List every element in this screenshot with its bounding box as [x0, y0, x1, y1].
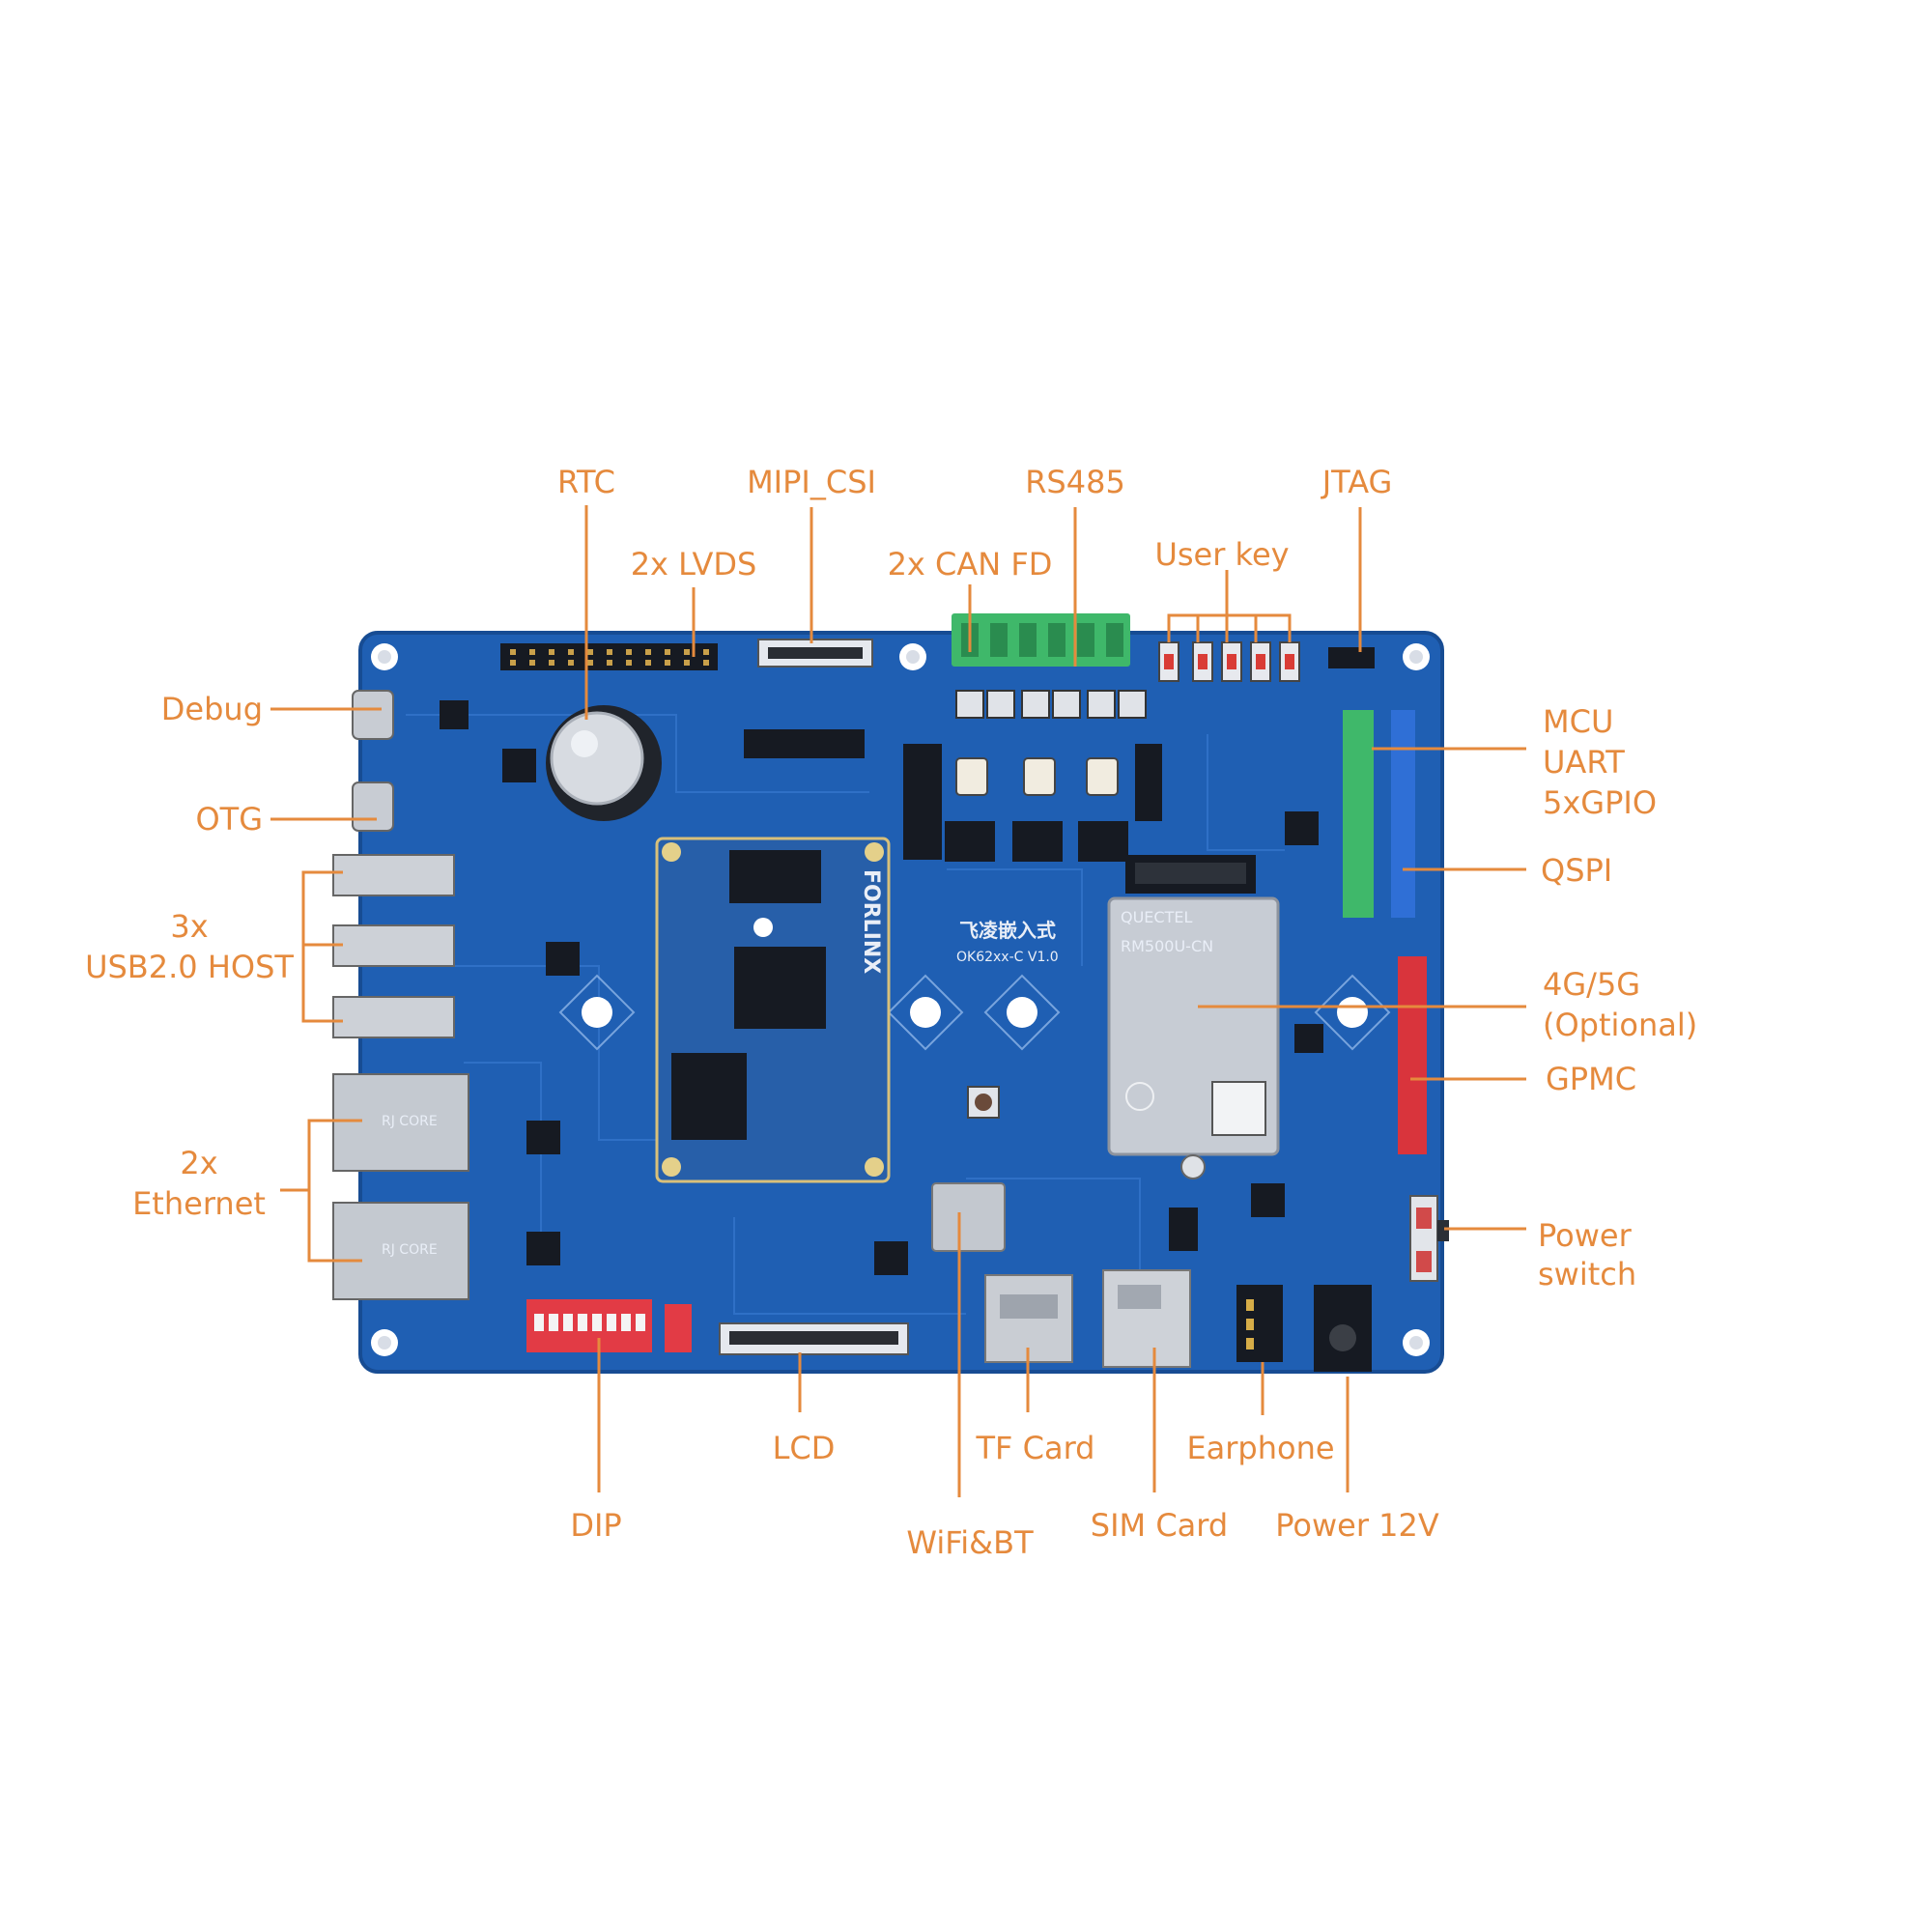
sim-card-slot: [1102, 1269, 1191, 1368]
label-tf-card: TF Card: [976, 1430, 1095, 1466]
label-uart: UART: [1543, 744, 1625, 781]
label-jtag: JTAG: [1321, 464, 1393, 500]
label-qspi: QSPI: [1541, 852, 1612, 889]
label-gpio: 5xGPIO: [1543, 784, 1657, 821]
board-model: OK62xx-C V1.0: [956, 950, 1059, 965]
label-earphone: Earphone: [1186, 1430, 1334, 1466]
dip-switch: [526, 1299, 692, 1352]
lvds-header: [500, 643, 718, 670]
board-brand: 飞凌嵌入式 OK62xx-C V1.0: [956, 919, 1059, 965]
rj45-text: RJ CORE: [382, 1242, 438, 1258]
label-dip: DIP: [570, 1507, 621, 1544]
label-gpmc: GPMC: [1546, 1061, 1636, 1097]
label-user-key: User key: [1154, 536, 1289, 573]
mcu-gpio-header: [1343, 710, 1427, 1154]
label-sim-card: SIM Card: [1091, 1507, 1228, 1544]
reset-button: [967, 1086, 1000, 1119]
label-mipi-csi: MIPI_CSI: [747, 464, 876, 500]
label-power: Power: [1538, 1217, 1633, 1254]
earphone-jack: [1236, 1285, 1283, 1362]
terminal-block: [952, 613, 1147, 719]
label-optional: (Optional): [1543, 1007, 1697, 1043]
label-rs485: RS485: [1025, 464, 1125, 500]
mounting-hole: [1403, 643, 1430, 670]
label-eth-count: 2x: [180, 1145, 217, 1181]
power-dc-jack: [1314, 1285, 1372, 1372]
leader-lines: [270, 505, 1526, 1497]
label-otg: OTG: [195, 801, 263, 838]
misc-components: [440, 700, 1323, 1275]
rj45-ports: RJ CORE RJ CORE: [332, 1073, 469, 1300]
mounting-hole: [371, 1329, 398, 1356]
brand-cn: 飞凌嵌入式: [959, 919, 1056, 942]
can-transceivers: [903, 744, 1162, 862]
module-vendor: QUECTEL: [1121, 908, 1192, 926]
user-keys: [1158, 641, 1300, 682]
tf-card-slot: [984, 1274, 1073, 1363]
label-debug: Debug: [161, 691, 263, 727]
module-model: RM500U-CN: [1121, 937, 1213, 955]
label-can-fd: 2x CAN FD: [888, 546, 1053, 582]
pcb-board: [358, 631, 1444, 1374]
mounting-hole: [582, 997, 1368, 1028]
power-switch: [1409, 1195, 1449, 1282]
lcd-connector: [719, 1322, 909, 1355]
usb-a-ports: [332, 854, 455, 1038]
mounting-hole: [371, 643, 398, 670]
label-wifi-bt: WiFi&BT: [906, 1524, 1034, 1561]
mounting-hole: [1403, 1329, 1430, 1356]
callout-labels: RTC MIPI_CSI RS485 JTAG 2x LVDS 2x CAN F…: [85, 464, 1697, 1561]
rj45-text: RJ CORE: [382, 1114, 438, 1129]
usb-c-debug-port: [352, 690, 394, 740]
usb-c-otg-port: [352, 781, 394, 832]
mounting-hole: [899, 643, 926, 670]
label-rtc: RTC: [557, 464, 615, 500]
rtc-battery: [546, 705, 662, 821]
wifi-bt-module: [931, 1182, 1006, 1252]
label-switch: switch: [1538, 1256, 1636, 1293]
label-mcu: MCU: [1543, 703, 1613, 740]
label-power-12v: Power 12V: [1275, 1507, 1439, 1544]
label-lcd: LCD: [773, 1430, 836, 1466]
brand-logo-text: FORLINX: [859, 869, 883, 974]
label-usb-host: USB2.0 HOST: [85, 949, 294, 985]
label-usb-count: 3x: [170, 908, 208, 945]
jtag-header: [1328, 647, 1375, 668]
som-core-module: FORLINX: [655, 837, 891, 1183]
label-lvds: 2x LVDS: [631, 546, 757, 582]
mipi-csi-connector: [757, 639, 873, 668]
m2-slot: [1125, 855, 1256, 894]
cellular-module: QUECTEL RM500U-CN: [1107, 896, 1280, 1179]
label-4g5g: 4G/5G: [1543, 966, 1640, 1003]
expansion-header: [744, 729, 865, 758]
label-ethernet: Ethernet: [132, 1185, 266, 1222]
